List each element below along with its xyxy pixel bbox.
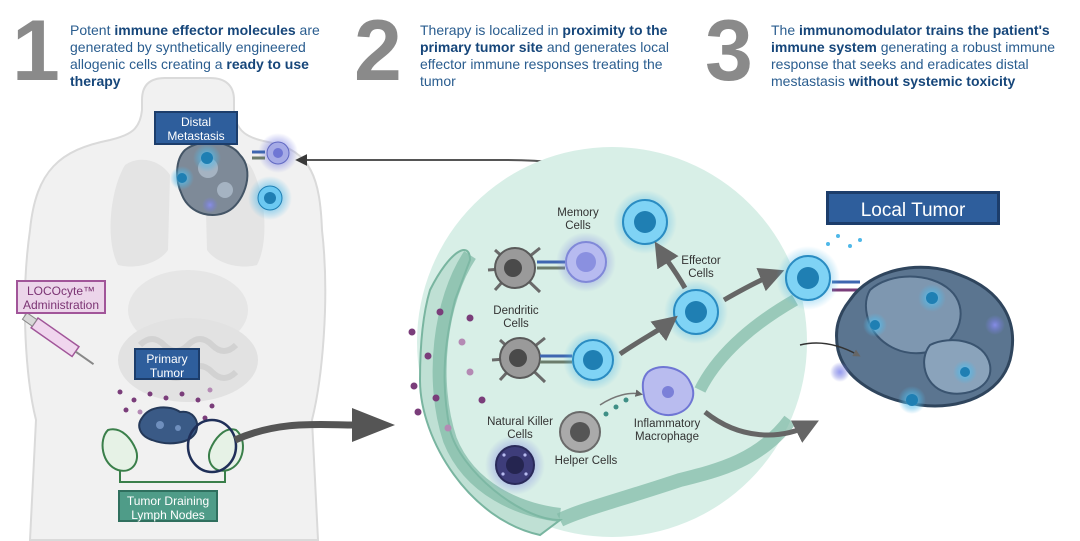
step-text-bold: immune effector molecules bbox=[114, 22, 296, 38]
natural-killer-cell bbox=[485, 435, 545, 495]
effector-molecule-dots-body bbox=[117, 387, 215, 421]
step-number: 3 bbox=[705, 3, 753, 99]
distal-metastasis-cluster bbox=[170, 133, 298, 220]
dendritic-cell bbox=[491, 336, 547, 384]
dendritic-cell bbox=[487, 246, 542, 294]
step-text-run: The bbox=[771, 22, 800, 38]
step-text-run: Therapy is localized in bbox=[420, 22, 563, 38]
effector-cell-memory bbox=[613, 190, 677, 254]
step-text: The immunomodulator trains the patient's… bbox=[771, 22, 1061, 90]
step-text-run: Potent bbox=[70, 22, 115, 38]
helper-cells-label: Helper Cells bbox=[554, 455, 618, 467]
step-text-run: generating a robust immune response that… bbox=[771, 39, 1056, 89]
effector-cell bbox=[664, 280, 728, 344]
step-number: 2 bbox=[354, 3, 402, 99]
t-cell bbox=[563, 330, 623, 390]
helper-cell bbox=[559, 411, 601, 453]
step-text-bold: without systemic toxicity bbox=[848, 73, 1016, 89]
lymph-nodes bbox=[101, 418, 244, 483]
step-text-bold: ready to use therapy bbox=[70, 56, 309, 89]
step-text: Potent immune effector molecules are gen… bbox=[70, 22, 338, 90]
effector-molecule-dots-tissue bbox=[408, 308, 486, 432]
macrophage bbox=[641, 366, 695, 416]
tumor-effector-cell bbox=[776, 246, 840, 310]
step-text: Therapy is localized in proximity to the… bbox=[420, 22, 696, 90]
natural-killer-cells-label: Natural Killer Cells bbox=[487, 416, 553, 441]
local-tumor-mass bbox=[830, 265, 1015, 414]
primary-tumor-label: Primary Tumor bbox=[134, 348, 200, 380]
lococyte-administration-label: LOCOcyte™ Administration bbox=[16, 280, 106, 314]
primary-tumor bbox=[138, 406, 198, 445]
local-tumor-label: Local Tumor bbox=[826, 191, 1000, 225]
step-text-run: and generates local effector immune resp… bbox=[420, 39, 670, 89]
macrophage-label: Inflammatory Macrophage bbox=[633, 418, 701, 443]
step-text-run: are generated by synthetically engineere… bbox=[70, 22, 320, 72]
step-text-bold: immunomodulator trains the patient's imm… bbox=[771, 22, 1050, 55]
step-text-bold: proximity to the primary tumor site bbox=[420, 22, 668, 55]
memory-cells-label: Memory Cells bbox=[557, 207, 599, 232]
lymph-nodes-label: Tumor Draining Lymph Nodes bbox=[118, 490, 218, 522]
step-number: 1 bbox=[12, 3, 60, 99]
distal-metastasis-label: Distal Metastasis bbox=[154, 111, 238, 145]
effector-cells-label: Effector Cells bbox=[681, 255, 721, 280]
syringe-icon bbox=[21, 312, 95, 366]
dendritic-cells-label: Dendritic Cells bbox=[493, 305, 539, 330]
